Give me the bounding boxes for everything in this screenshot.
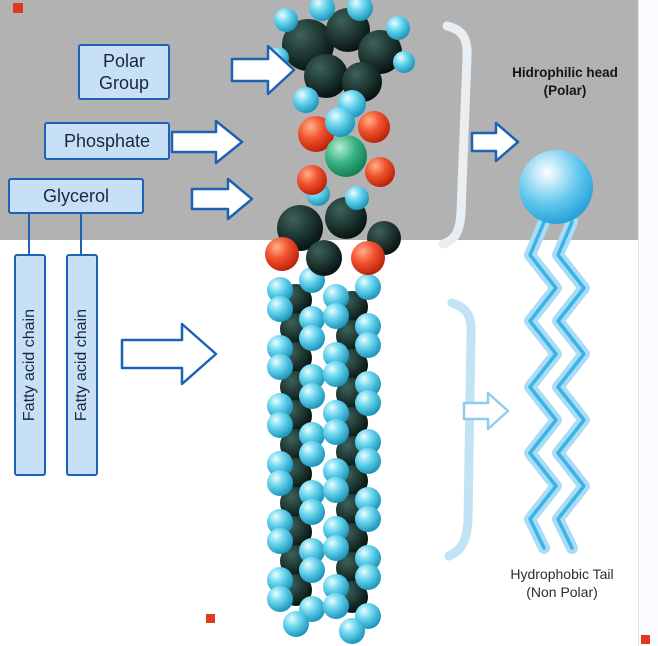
fatty-acid-chain-2-text: Fatty acid chain <box>73 308 90 422</box>
caption-hydrophobic-tail: Hydrophobic Tail (Non Polar) <box>510 566 614 601</box>
polar-group-arrow <box>230 44 296 96</box>
tail-bracket <box>444 298 476 561</box>
tail-zigzags <box>524 216 590 554</box>
label-phosphate: Phosphate <box>44 122 170 160</box>
glycerol-arrow <box>190 177 254 221</box>
phosphate-text: Phosphate <box>63 130 151 151</box>
red-marker-top-left <box>13 3 23 13</box>
label-polar-group: Polar Group <box>78 44 170 100</box>
red-marker-bottom-right <box>641 635 650 644</box>
glycerol-chain-connector-left <box>28 214 30 254</box>
fatty-chain-right <box>323 274 381 644</box>
red-marker-bottom <box>206 614 215 623</box>
arrows <box>120 44 520 431</box>
head-bracket <box>438 21 472 249</box>
hydrophobic-tail-arrow <box>462 391 510 431</box>
fatty-acid-arrow <box>120 322 218 386</box>
phosphate-group <box>297 111 395 195</box>
fatty-acid-chain-1-text: Fatty acid chain <box>21 308 38 422</box>
phospholipid-molecule <box>265 0 415 644</box>
polar-group-text: Polar Group <box>98 50 150 94</box>
glycerol-group <box>265 182 401 276</box>
caption-hydrophilic-head: Hidrophilic head (Polar) <box>512 65 618 99</box>
glycerol-chain-connector-right <box>80 214 82 254</box>
label-glycerol: Glycerol <box>8 178 144 214</box>
page-edge-strip <box>638 0 658 646</box>
label-fatty-acid-chain-2: Fatty acid chain <box>66 254 98 476</box>
phosphate-arrow <box>170 119 244 165</box>
label-fatty-acid-chain-1: Fatty acid chain <box>14 254 46 476</box>
fatty-chain-left <box>267 267 325 637</box>
glycerol-text: Glycerol <box>42 185 109 206</box>
hydrophilic-head-arrow <box>470 121 520 163</box>
head-sphere <box>519 150 593 224</box>
